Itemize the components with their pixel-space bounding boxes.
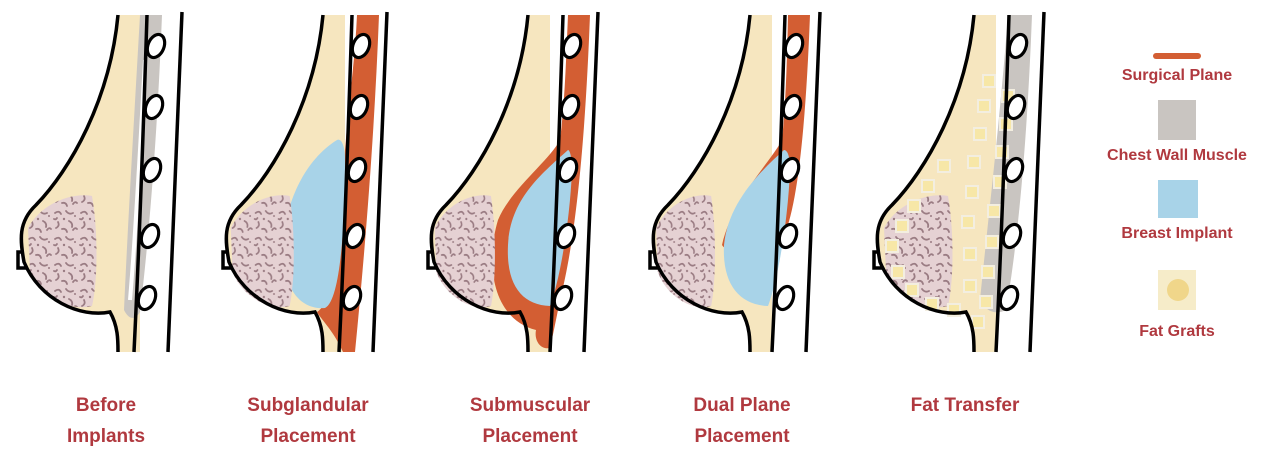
legend-label-fat-grafts: Fat Grafts [1139,323,1215,340]
caption-submuscular: Submuscular Placement [430,390,630,452]
caption-fat-transfer: Fat Transfer [865,390,1065,421]
diagram-submuscular [426,10,600,354]
breast-implant [282,139,345,309]
legend-swatch-fat-grafts [1158,270,1196,310]
legend-swatch-surgical-plane [1153,53,1201,59]
diagram-dual-plane [648,10,822,354]
caption-line: Before [75,395,137,416]
caption-line: Dual Plane [693,395,791,416]
legend-label-breast-implant: Breast Implant [1121,225,1233,242]
legend-label-surgical-plane: Surgical Plane [1121,67,1233,84]
caption-line: Submuscular [469,395,591,416]
breast-implant [723,150,790,306]
legend-swatch-chest-wall-muscle [1158,100,1196,140]
fat-graft-icon [1167,279,1189,301]
caption-dual-plane: Dual Plane Placement [642,390,842,452]
caption-line: Fat Transfer [910,395,1020,416]
caption-line: Subglandular [247,395,369,416]
caption-line: Placement [694,426,790,447]
caption-subglandular: Subglandular Placement [208,390,408,452]
caption-line: Placement [260,426,356,447]
caption-line: Placement [482,426,578,447]
diagram-before-implants [16,10,184,354]
diagram-fat-transfer [872,10,1046,354]
legend-label-chest-wall-muscle: Chest Wall Muscle [1107,147,1247,164]
caption-before-implants: Before Implants [6,390,206,452]
diagram-subglandular [221,10,389,354]
legend-swatch-breast-implant [1158,180,1198,218]
caption-line: Implants [66,426,146,447]
